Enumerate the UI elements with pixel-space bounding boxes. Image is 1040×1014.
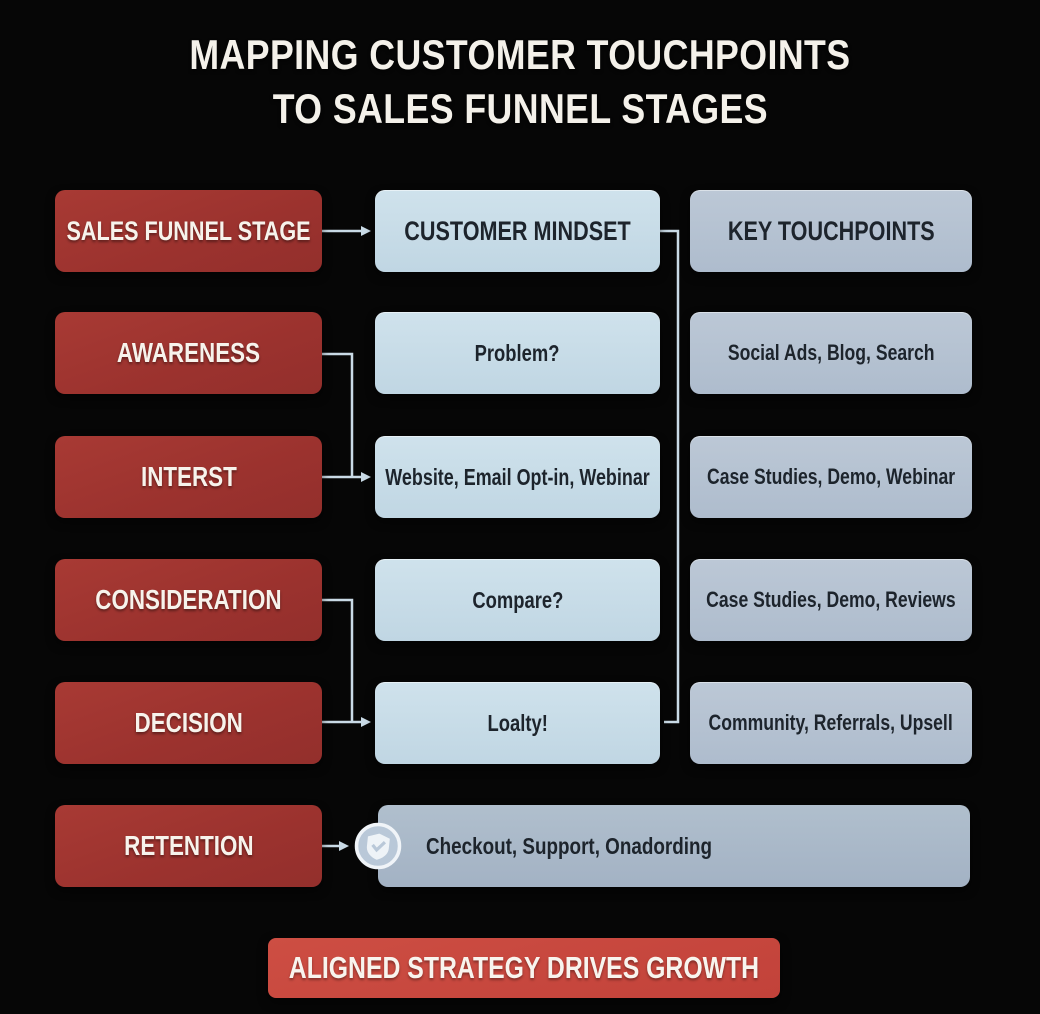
touchpoints-label: Social Ads, Blog, Search — [727, 340, 935, 365]
stage-box-decision: DECISION — [55, 682, 322, 764]
mindset-label: Loalty! — [487, 709, 548, 736]
header-box-key-touchpoints: KEY TOUCHPOINTS — [690, 190, 972, 272]
stage-label: RETENTION — [123, 830, 254, 861]
header-stage-label: SALES FUNNEL STAGE — [66, 215, 311, 246]
stage-box-interest: INTERST — [55, 436, 322, 518]
touchpoints-label: Community, Referrals, Upsell — [708, 710, 954, 735]
stage-label: DECISION — [134, 707, 243, 738]
header-mindset-label: CUSTOMER MINDSET — [404, 215, 631, 246]
stage-box-awareness: AWARENESS — [55, 312, 322, 394]
page-title: MAPPING CUSTOMER TOUCHPOINTS TO SALES FU… — [0, 28, 1040, 136]
touchpoints-box-decision: Community, Referrals, Upsell — [690, 682, 972, 764]
touchpoints-box-awareness: Social Ads, Blog, Search — [690, 312, 972, 394]
retention-touchpoints-box: Checkout, Support, Onadording — [378, 805, 970, 887]
line-consideration-elbow — [322, 598, 354, 721]
stage-label: AWARENESS — [116, 337, 261, 368]
header-box-customer-mindset: CUSTOMER MINDSET — [375, 190, 660, 272]
bottom-banner: ALIGNED STRATEGY DRIVES GROWTH — [268, 938, 780, 998]
stage-box-retention: RETENTION — [55, 805, 322, 887]
touchpoints-label: Case Studies, Demo, Webinar — [706, 464, 956, 489]
mindset-box-compare: Compare? — [375, 559, 660, 641]
line-mindset-to-loyalty — [660, 229, 680, 724]
title-line-1: MAPPING CUSTOMER TOUCHPOINTS — [189, 31, 851, 78]
header-touchpoints-label: KEY TOUCHPOINTS — [727, 215, 935, 246]
mindset-box-website: Website, Email Opt-in, Webinar — [375, 436, 660, 518]
title-line-2: TO SALES FUNNEL STAGES — [272, 85, 768, 132]
touchpoints-box-consideration: Case Studies, Demo, Reviews — [690, 559, 972, 641]
mindset-label: Website, Email Opt-in, Webinar — [385, 463, 650, 490]
stage-label: CONSIDERATION — [95, 584, 282, 615]
touchpoints-label: Case Studies, Demo, Reviews — [706, 587, 956, 612]
stage-box-consideration: CONSIDERATION — [55, 559, 322, 641]
retention-touchpoints-label: Checkout, Support, Onadording — [426, 832, 713, 859]
touchpoints-box-interest: Case Studies, Demo, Webinar — [690, 436, 972, 518]
mindset-box-loyalty: Loalty! — [375, 682, 660, 764]
stage-label: INTERST — [140, 461, 237, 492]
line-awareness-elbow — [322, 352, 354, 476]
mindset-label: Compare? — [472, 586, 563, 613]
shield-check-icon — [354, 822, 402, 870]
banner-label: ALIGNED STRATEGY DRIVES GROWTH — [288, 950, 760, 985]
mindset-box-problem: Problem? — [375, 312, 660, 394]
header-box-sales-funnel-stage: SALES FUNNEL STAGE — [55, 190, 322, 272]
mindset-label: Problem? — [475, 339, 560, 366]
